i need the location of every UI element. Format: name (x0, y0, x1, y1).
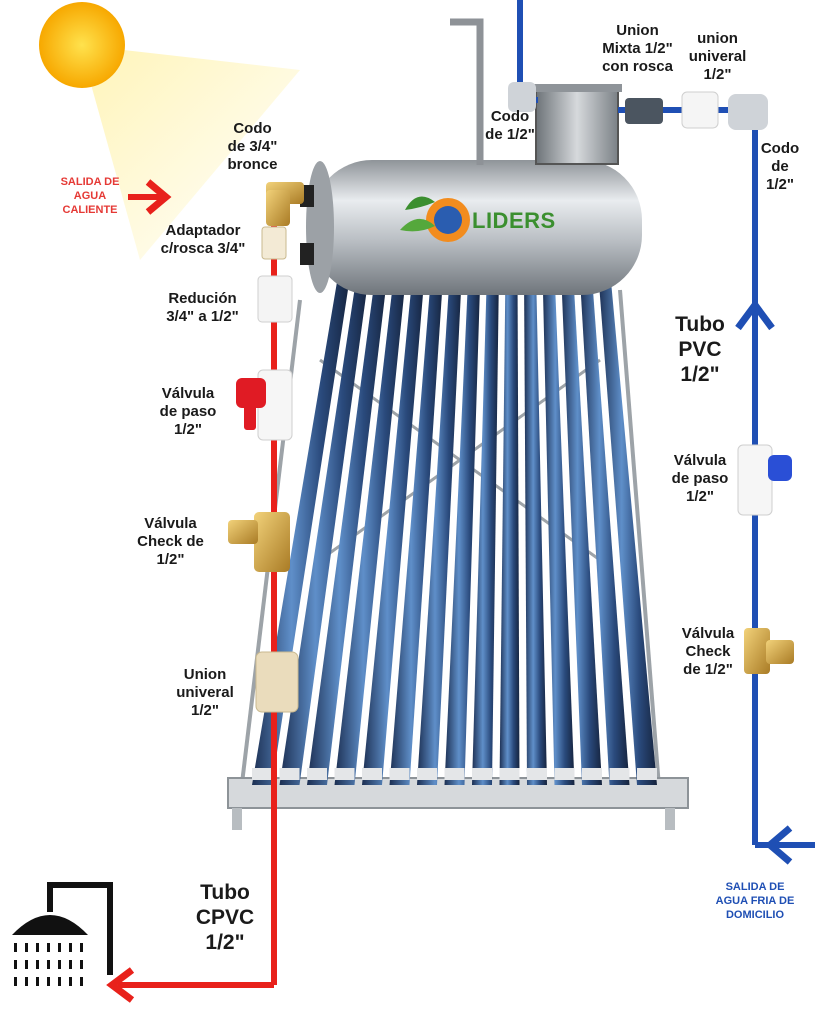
tube-cap (554, 768, 575, 780)
water-drop (25, 943, 28, 952)
left-check-valve (228, 512, 290, 572)
water-drop (58, 943, 61, 952)
label-codo-der: Codo de 1/2" (760, 140, 800, 193)
label-salida-caliente: SALIDA DE AGUA CALIENTE (60, 176, 120, 216)
tube-cap (389, 768, 410, 780)
vacuum-tubes (252, 270, 657, 785)
vacuum-tube (579, 270, 630, 785)
water-drop (25, 977, 28, 986)
vacuum-tube (389, 270, 444, 785)
water-drop (80, 960, 83, 969)
left-union (255, 651, 299, 713)
water-drop (14, 977, 17, 986)
water-drop (47, 977, 50, 986)
vacuum-tube (472, 270, 499, 785)
vacuum-tube (307, 270, 388, 785)
water-drop (80, 977, 83, 986)
right-check-valve (744, 628, 794, 674)
top-left-elbow (508, 82, 536, 112)
vacuum-tube (417, 270, 462, 785)
label-tubo-cpvc: Tubo CPVC 1/2" (195, 881, 255, 954)
right-elbow (728, 94, 768, 130)
label-valvula-check-izq: Válvula Check de 1/2" (137, 515, 204, 568)
hot-arrow-icon (128, 179, 172, 215)
water-drop (69, 977, 72, 986)
tube-cap (307, 768, 327, 780)
adapter-fitting (261, 226, 287, 260)
label-union-izq: Union univeral 1/2" (176, 666, 234, 719)
label-codo-top: Codo de 1/2" (485, 108, 535, 143)
vacuum-tube (499, 270, 520, 785)
label-valvula-paso-der: Válvula de paso 1/2" (671, 452, 729, 505)
water-drop (69, 943, 72, 952)
label-valvula-check-der: Válvula Check de 1/2" (681, 625, 735, 678)
sun-icon (39, 2, 300, 260)
hot-water-pipe (106, 220, 277, 1003)
vacuum-tube (279, 270, 370, 785)
water-drop (14, 943, 17, 952)
water-drop (58, 977, 61, 986)
tube-cap (444, 768, 465, 780)
shower-icon (12, 882, 113, 986)
label-valvula-paso-izq: Válvula de paso 1/2" (159, 385, 217, 438)
tube-cap (252, 768, 272, 780)
top-union (681, 91, 719, 129)
vacuum-tube (542, 270, 575, 785)
water-drop (14, 960, 17, 969)
water-drop (36, 977, 39, 986)
tube-cap (637, 768, 657, 780)
tube-cap (279, 768, 300, 780)
solar-heater-icon (300, 18, 642, 295)
vacuum-tube (444, 270, 481, 785)
mixed-union (625, 98, 663, 124)
label-reducion: Redución 3/4" a 1/2" (166, 290, 239, 325)
left-ball-valve (236, 369, 293, 441)
vacuum-tube (561, 270, 602, 785)
water-drop (80, 943, 83, 952)
tube-cap (582, 768, 602, 780)
tube-cap (362, 768, 382, 780)
tube-cap (417, 768, 437, 780)
tube-cap (472, 768, 492, 780)
water-drop (47, 960, 50, 969)
reducer-fitting (257, 275, 293, 323)
water-drop (36, 943, 39, 952)
label-union-univeral-top: union univeral 1/2" (688, 30, 747, 83)
tube-cap (527, 768, 547, 780)
tube-cap (334, 768, 355, 780)
vacuum-tube (524, 270, 547, 785)
water-drop (25, 960, 28, 969)
water-drop (47, 943, 50, 952)
vacuum-tube (598, 270, 657, 785)
label-adaptador: Adaptador c/rosca 3/4" (160, 222, 246, 257)
water-drop (36, 960, 39, 969)
right-ball-valve (737, 444, 792, 516)
brass-elbow (266, 182, 304, 226)
vacuum-tube (362, 270, 425, 785)
label-codo-bronce: Codo de 3/4" bronce (227, 120, 278, 173)
vacuum-tube (334, 270, 407, 785)
label-union-mixta: Union Mixta 1/2" con rosca (602, 22, 673, 75)
label-tubo-pvc: Tubo PVC 1/2" (675, 313, 725, 386)
tube-cap (499, 768, 520, 780)
water-drop (58, 960, 61, 969)
brand-logo-text: LIDERS (472, 208, 556, 233)
tube-cap (609, 768, 630, 780)
cold-arrow-icon (735, 299, 793, 865)
label-salida-fria: SALIDA DE AGUA FRIA DE DOMICILIO (715, 881, 795, 921)
water-drop (69, 960, 72, 969)
